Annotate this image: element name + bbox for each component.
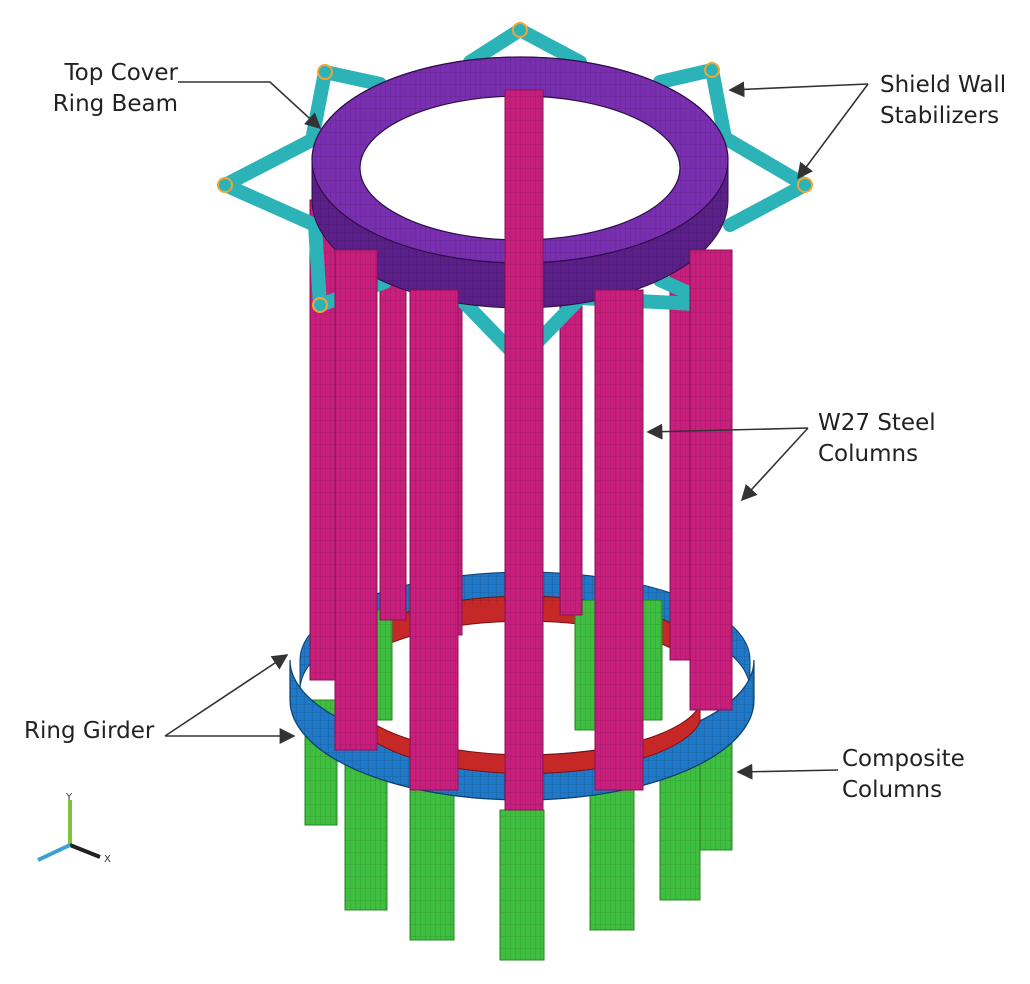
callout-top-cover-line2: Ring Beam xyxy=(52,91,178,117)
steel-column-front-2-mesh xyxy=(410,290,458,790)
steel-column-front-4-mesh xyxy=(595,290,643,790)
callout-shield-wall-stabilizers: Shield Wall Stabilizers xyxy=(880,70,1006,132)
callout-composite-columns: Composite Columns xyxy=(842,744,965,806)
callout-girder-line1: Ring Girder xyxy=(24,718,155,744)
stabilizer-strut-6 xyxy=(723,178,812,232)
constraint-marker-8 xyxy=(317,64,333,80)
steel-column-front-1-mesh xyxy=(335,250,377,750)
arrow-stabilizer-2 xyxy=(797,83,869,180)
stabilizer-strut-14 xyxy=(218,133,319,192)
composite-column-10-mesh xyxy=(640,600,662,720)
arrow-top-cover xyxy=(178,81,322,130)
arrow-girder-1 xyxy=(164,654,289,737)
stabilizer-strut-3 xyxy=(653,63,719,89)
composite-column-2-mesh xyxy=(345,760,387,910)
axis-y-label: Y xyxy=(65,792,73,803)
callout-stabilizers-line1: Shield Wall xyxy=(880,72,1007,98)
coordinate-triad-icon: Y X xyxy=(37,792,111,865)
arrow-stabilizer-1 xyxy=(728,81,869,98)
stabilizer-strut-2 xyxy=(513,23,587,69)
steel-column-front-3-mesh xyxy=(505,90,543,810)
constraint-marker-7 xyxy=(217,177,233,193)
composite-column-5-mesh xyxy=(590,790,634,930)
constraint-marker-6 xyxy=(312,297,328,313)
stabilizer-strut-16 xyxy=(318,65,387,91)
steel-column-front-5-mesh xyxy=(690,250,732,710)
callout-w27-steel-columns: W27 Steel Columns xyxy=(818,408,936,470)
steel-columns-front-group xyxy=(334,89,733,811)
composite-column-4-mesh xyxy=(500,810,544,960)
constraint-marker-1 xyxy=(512,22,528,38)
callout-steel-line2: Columns xyxy=(818,441,919,467)
arrow-steel-2 xyxy=(740,427,809,502)
callout-top-cover-line1: Top Cover xyxy=(64,60,178,86)
stabilizer-strut-1 xyxy=(463,23,527,69)
stabilizer-strut-5 xyxy=(718,131,812,192)
callout-stabilizers-line2: Stabilizers xyxy=(880,103,1000,129)
callout-arrows xyxy=(164,81,869,780)
composite-column-6-mesh xyxy=(660,760,700,900)
callout-ring-girder: Ring Girder xyxy=(24,716,154,747)
composite-column-9-mesh xyxy=(575,600,597,730)
callout-steel-line1: W27 Steel xyxy=(818,410,936,436)
composite-column-3-mesh xyxy=(410,790,454,940)
stabilizer-strut-4 xyxy=(705,63,732,145)
arrow-steel-1 xyxy=(646,423,809,440)
arrow-composite xyxy=(736,763,839,780)
callout-top-cover-ring-beam: Top Cover Ring Beam xyxy=(30,58,178,120)
axis-x-label: X xyxy=(104,854,111,865)
stabilizer-strut-13 xyxy=(218,178,322,232)
stabilizer-strut-12 xyxy=(308,218,327,312)
callout-composite-line2: Columns xyxy=(842,777,943,803)
callout-composite-line1: Composite xyxy=(842,746,965,772)
constraint-marker-2 xyxy=(704,62,720,78)
